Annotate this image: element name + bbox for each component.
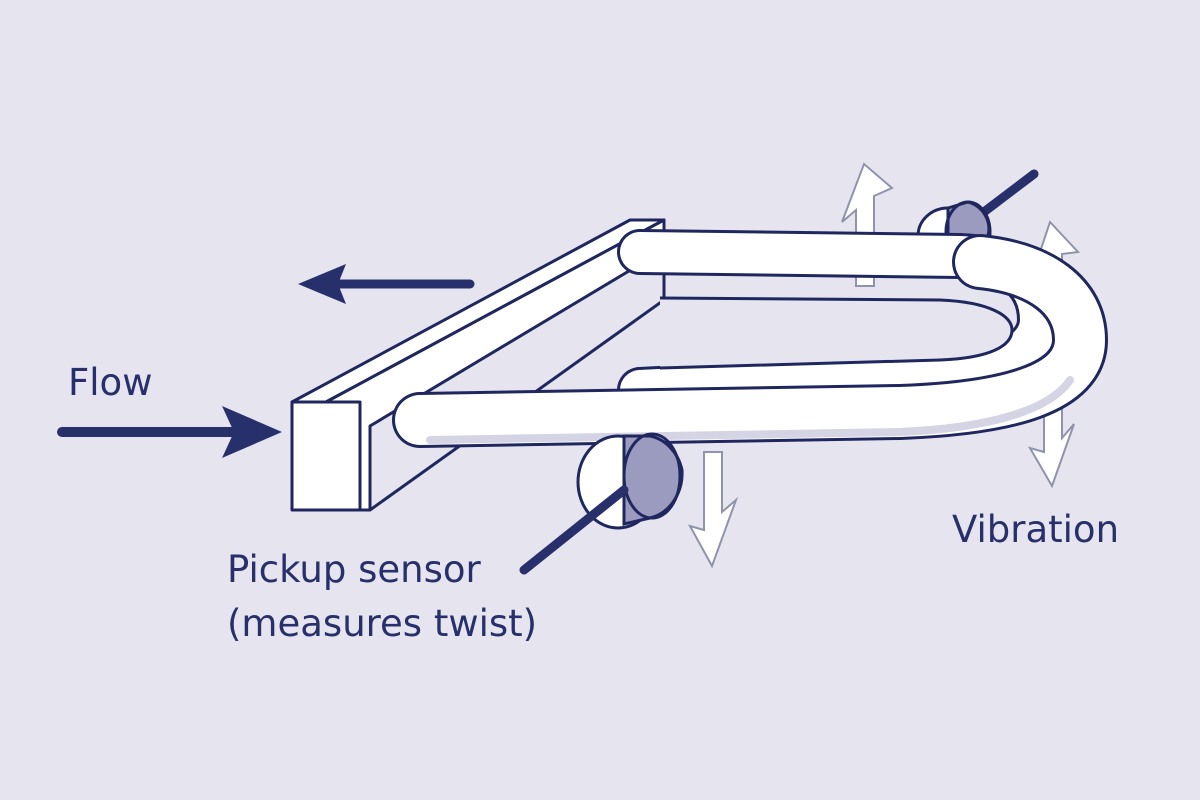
pickup-sensor-description: (measures twist): [227, 602, 538, 645]
flow-in-arrow-icon: [57, 406, 282, 458]
vibration-arrow-bottom-icon: [687, 451, 739, 569]
u-tube: [392, 229, 1109, 448]
flow-out-arrow-icon: [298, 264, 475, 304]
vibration-label: Vibration: [952, 508, 1120, 551]
front-pickup-sensor-icon: [519, 432, 684, 575]
pickup-sensor-label: Pickup sensor: [227, 548, 481, 591]
flow-label: Flow: [68, 361, 153, 404]
